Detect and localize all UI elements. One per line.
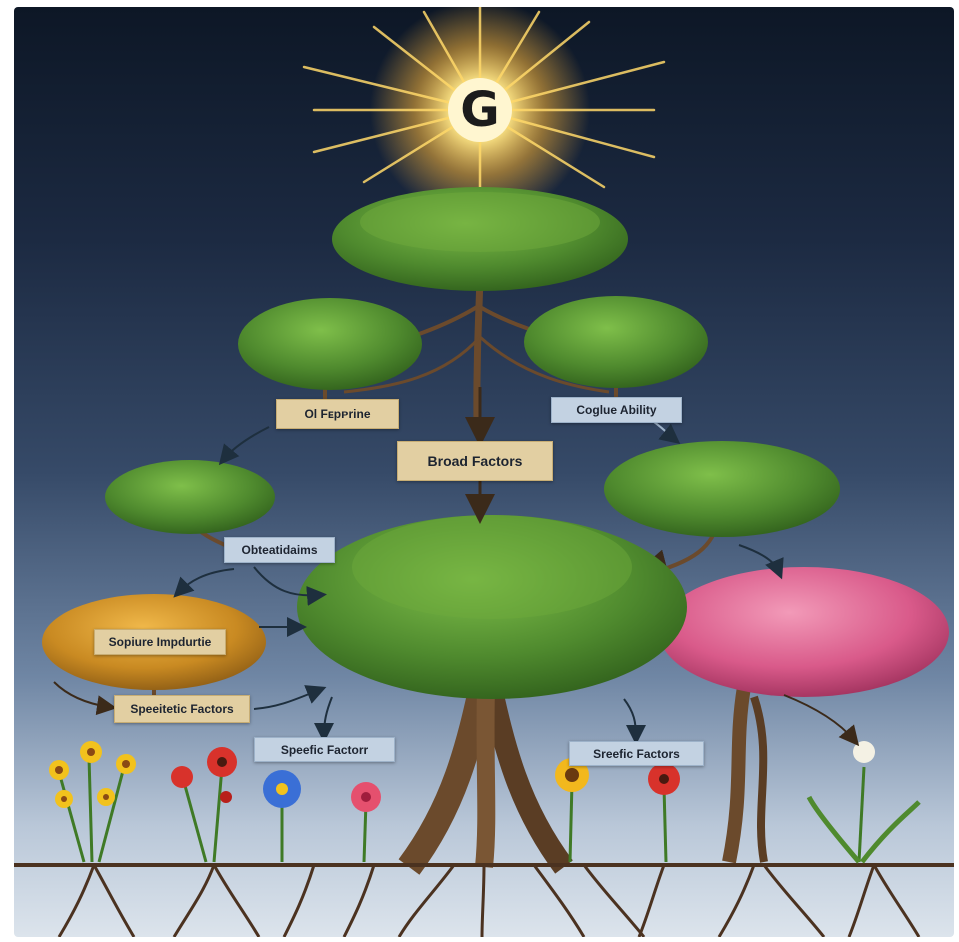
connector-arrows [53,387,860,747]
sun-icon [302,7,666,220]
label-top-right: Coglue Ability [551,397,682,423]
diagram-frame: G Ol Fᴇpᴘrine Coglue Ability Broad Facto… [14,7,954,937]
yellow-flower [49,741,136,863]
red-flower [171,747,237,863]
blue-flower [263,770,301,862]
upper-right-tree [524,296,708,399]
apex-g-letter: G [460,82,500,138]
roots [14,863,954,937]
label-left-mid: Obteatidaims [224,537,335,563]
blossom-tree [659,567,949,864]
white-lily [806,741,921,864]
red-flower [648,763,680,863]
label-left-bottom: Speeitetic Factors [114,695,250,723]
label-top-left: Ol Fᴇpᴘrine [276,399,399,429]
top-tree [331,187,628,428]
label-right-bottom: Sreefic Factors [569,741,704,766]
label-left-orange: Sopiure Impdurtie [94,629,226,655]
pink-flower [351,782,381,863]
label-center-bottom: Speefic Factorr [254,737,395,762]
central-tree [297,515,687,875]
mid-left-tree [105,460,275,549]
upper-left-tree [238,298,422,399]
sunflower [555,758,589,863]
tree-diagram-scene [14,7,954,937]
label-broad-factors: Broad Factors [397,441,553,481]
